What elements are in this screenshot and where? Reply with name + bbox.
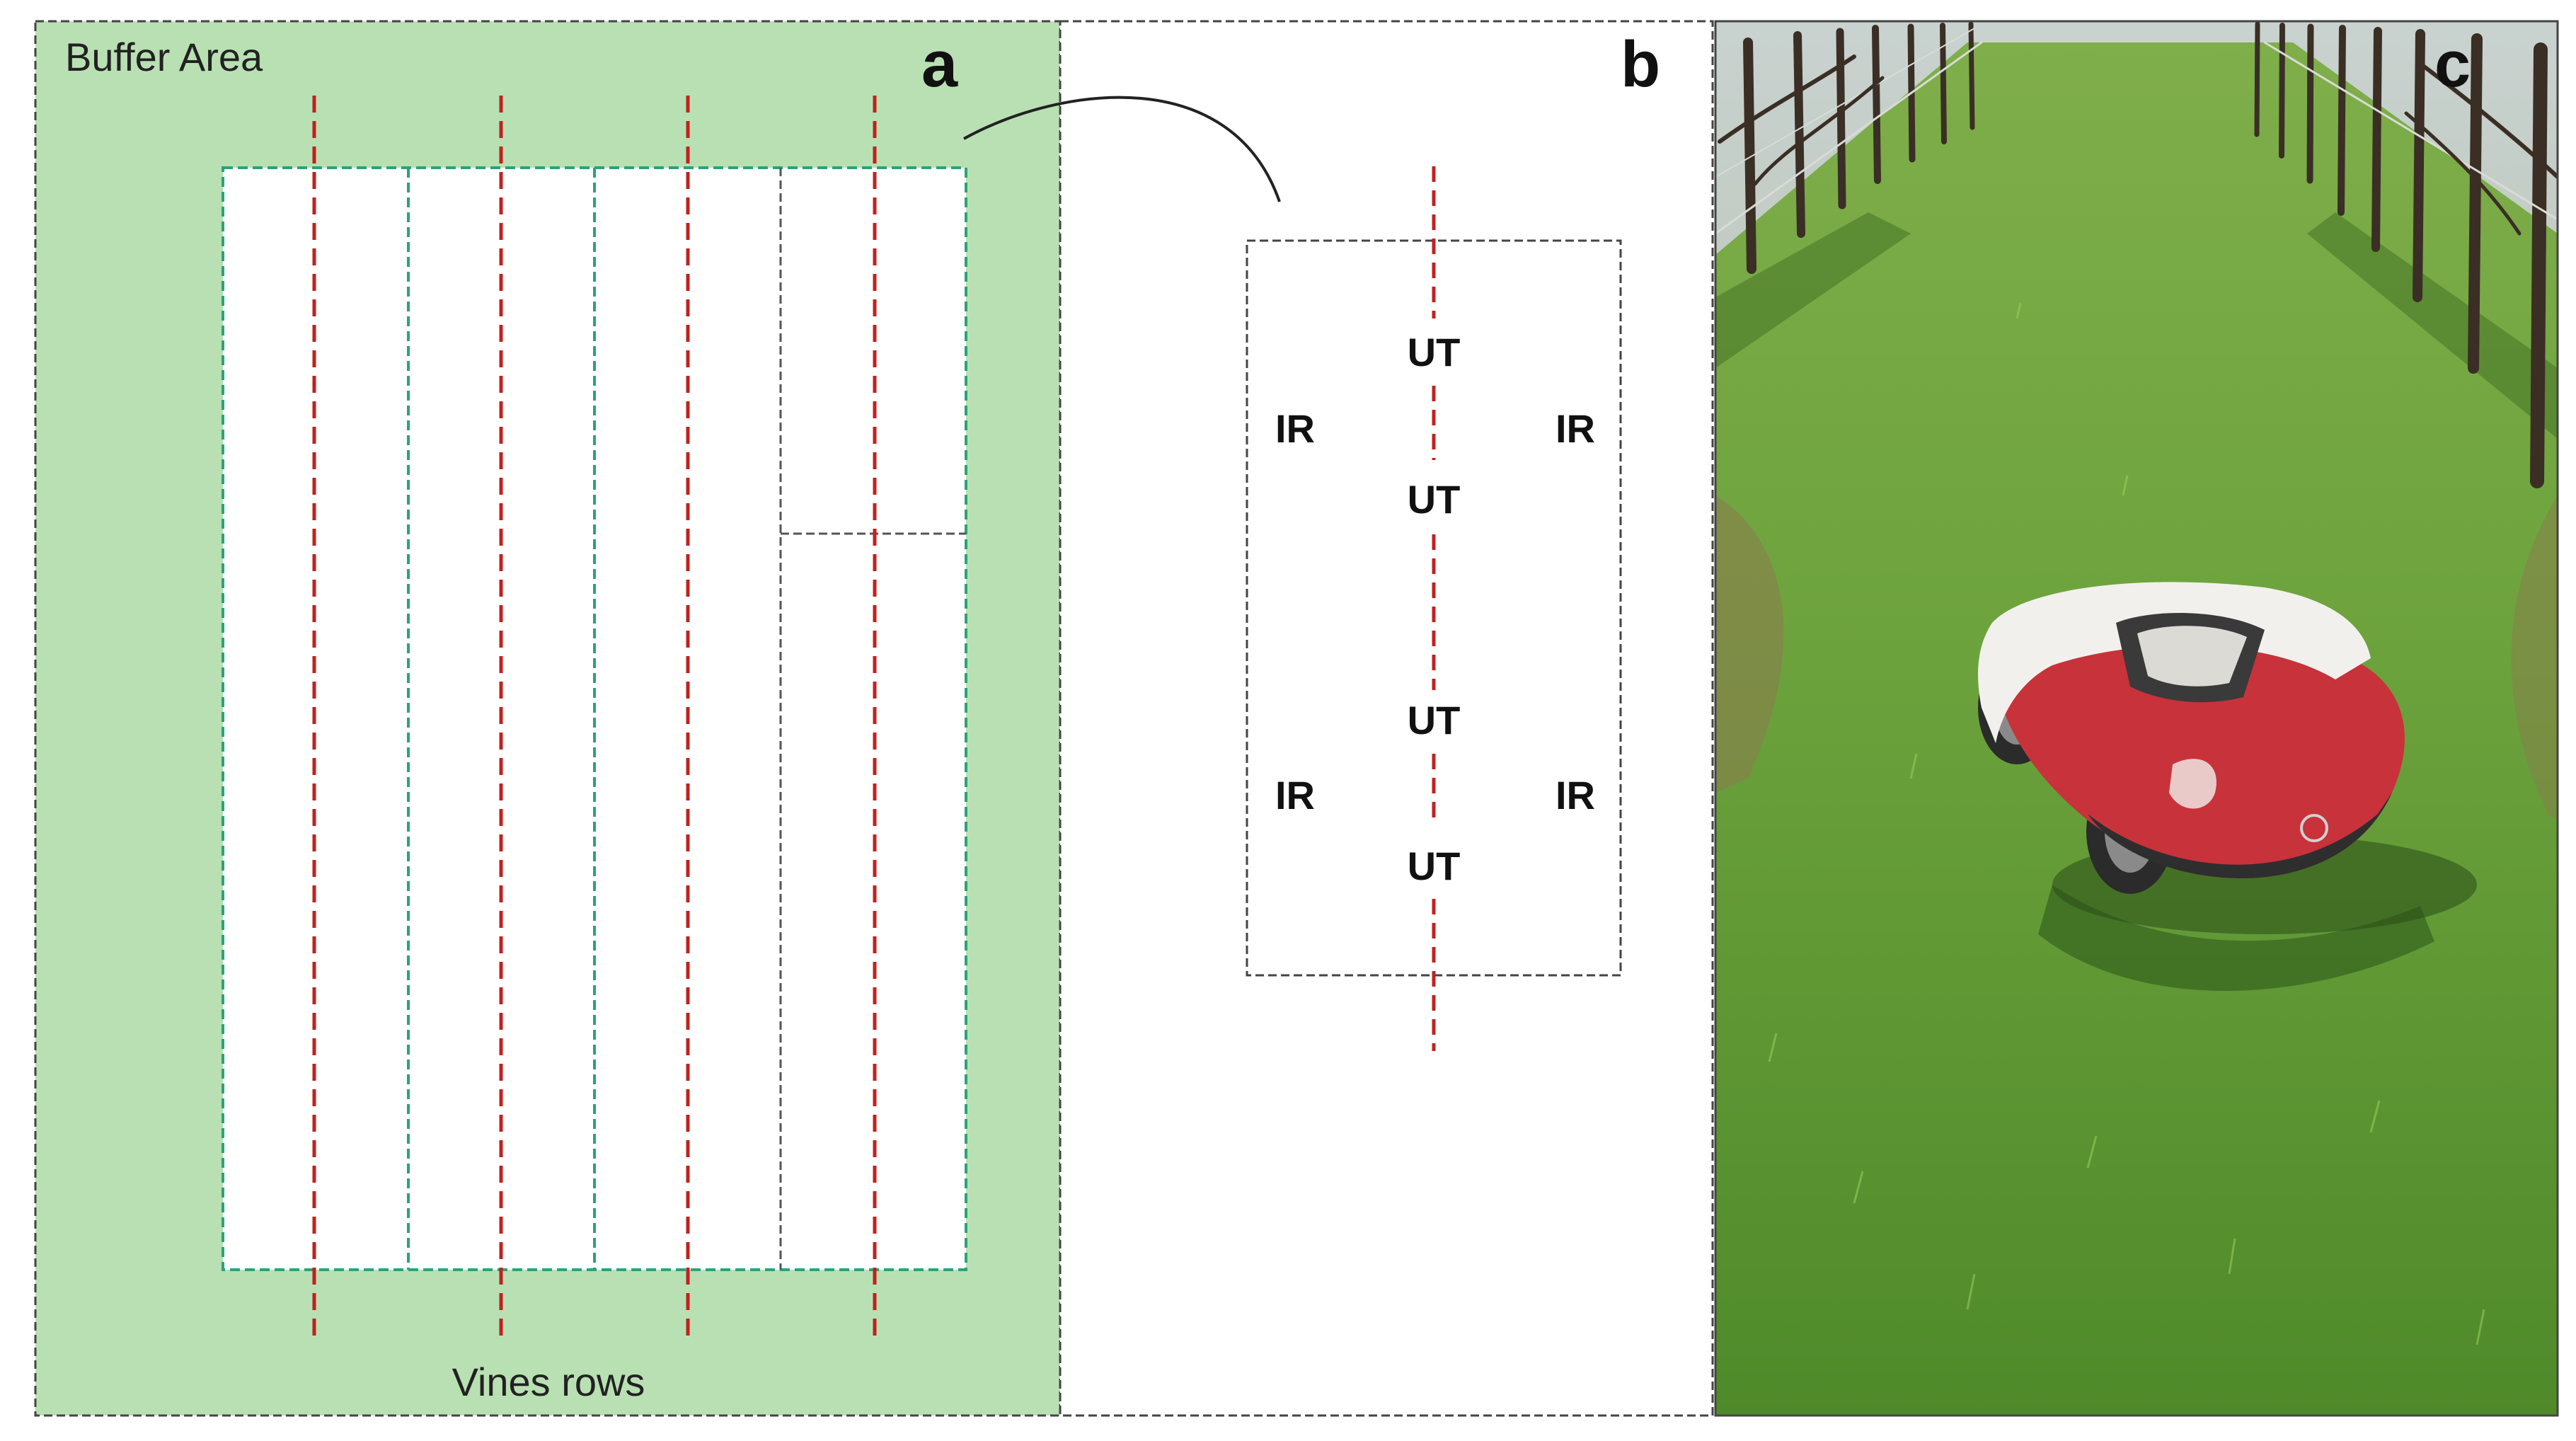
infrared-sensor-label: IR [1556,406,1595,451]
panel-c-frame [1714,20,2559,1417]
grass-texture [1768,302,2485,1345]
panel-c-letter: c [2434,28,2471,101]
vine-row-left [1715,21,1983,274]
ultrasonic-sensor-label: UT [1408,844,1461,888]
panel-a: Buffer Area a Vines rows [34,20,1062,1417]
vine-row-right [2254,21,2558,488]
mower-cover [1978,582,2371,743]
infrared-sensor-label: IR [1275,406,1315,451]
brand-logo-icon [2300,814,2328,842]
panel-c-photo: c [1715,21,2558,1416]
ultrasonic-sensor-label: UT [1408,477,1461,522]
zoom-connector-curve [963,96,1281,202]
panel-b-frame [1059,20,1714,1417]
ultrasonic-sensor-label: UT [1408,330,1461,374]
infrared-sensor-label: IR [1556,773,1595,817]
panel-a-letter: a [921,28,958,101]
infrared-sensor-label: IR [1275,773,1315,817]
ultrasonic-sensor-label: UT [1408,698,1461,742]
panel-b: b UT UT UT UT IR IR IR IR [963,20,1714,1417]
robot-mower [1978,582,2477,934]
vines-rows-label: Vines rows [452,1360,645,1404]
buffer-area-label: Buffer Area [65,35,263,79]
panel-b-letter: b [1621,28,1660,101]
